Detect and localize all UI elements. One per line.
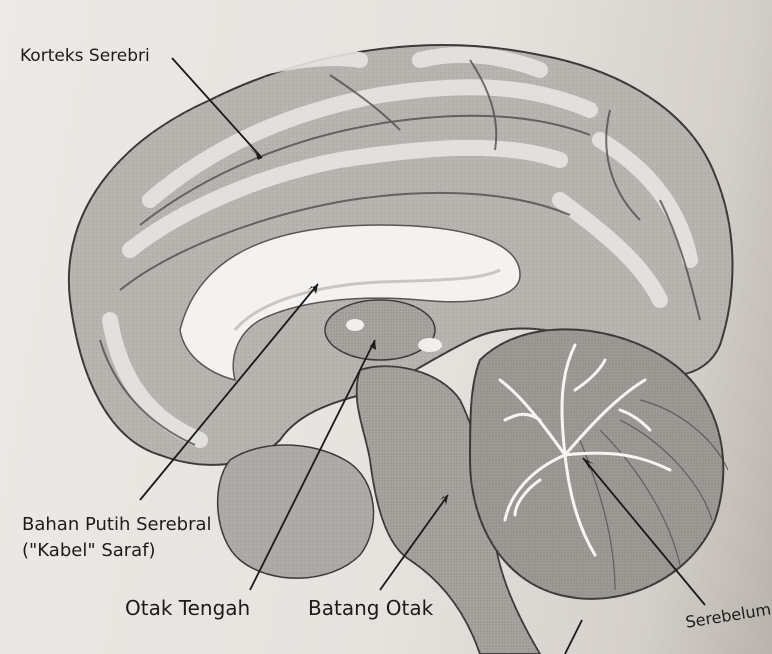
label-bahan-putih-line2: ("Kabel" Saraf) (22, 538, 212, 564)
label-bahan-putih-line1: Bahan Putih Serebral (22, 512, 212, 538)
label-korteks-serebri: Korteks Serebri (20, 45, 150, 67)
label-bahan-putih-serebral: Bahan Putih Serebral ("Kabel" Saraf) (22, 512, 212, 564)
label-batang-otak: Batang Otak (308, 597, 433, 619)
label-otak-tengah: Otak Tengah (125, 597, 250, 619)
